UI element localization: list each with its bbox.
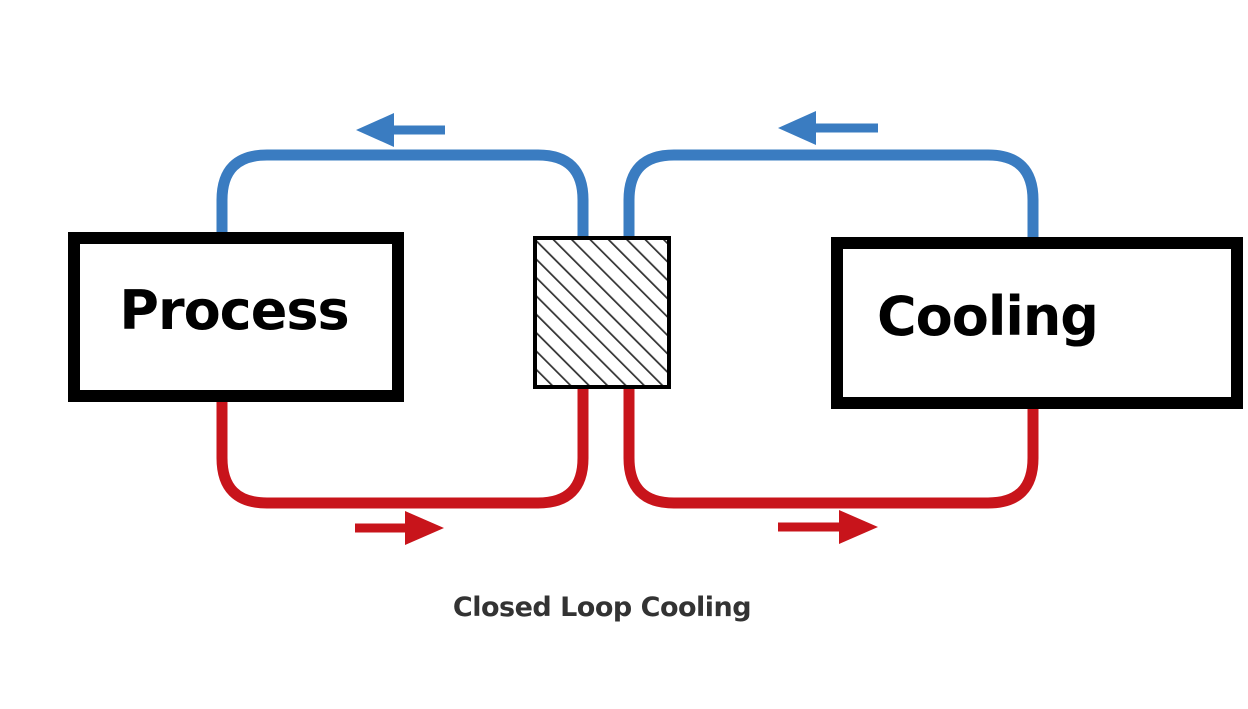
cooling-label: Cooling (877, 284, 1099, 348)
process-label: Process (119, 278, 349, 342)
arrow-right-icon (778, 510, 878, 544)
arrow-right-icon (355, 511, 444, 545)
process-loop-cold-line (216, 149, 589, 240)
cooling-loop-cold-line (623, 149, 1039, 240)
arrow-left-icon (778, 111, 878, 145)
process-box: Process (68, 232, 404, 402)
heat-exchanger (533, 236, 671, 389)
cooling-loop-hot-line (623, 386, 1039, 509)
diagram-caption: Closed Loop Cooling (452, 592, 752, 623)
cooling-box: Cooling (831, 237, 1243, 409)
process-loop-hot-line (216, 386, 589, 509)
arrow-left-icon (356, 113, 445, 147)
